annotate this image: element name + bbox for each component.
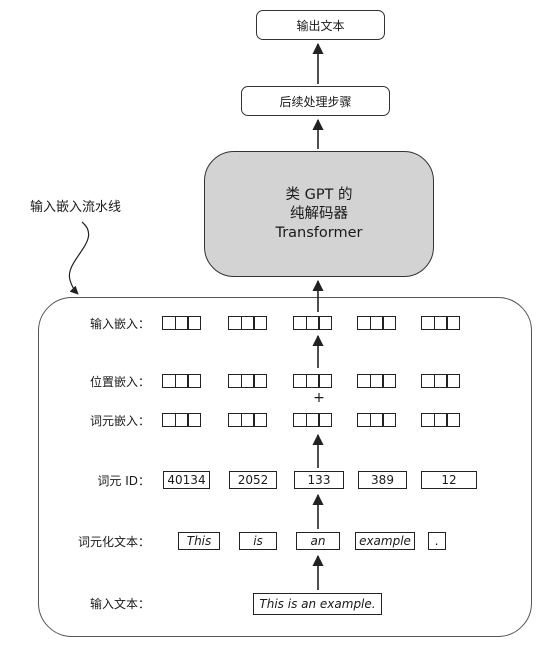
row-label-input-embeddings: 输入嵌入： [89,317,150,331]
transformer-line-2: 纯解码器 [290,205,348,222]
embedding-cell [318,316,333,330]
token-embedding-vector [162,413,202,427]
plus-sign: + [313,390,325,406]
input-embedding-vector [357,316,397,330]
embedding-cell [187,316,202,330]
row-label-token-embeddings: 词元嵌入： [89,414,150,428]
embedding-cell [382,374,397,388]
embedding-cell [318,413,333,427]
transformer-line-3: Transformer [275,224,363,241]
positional-embedding-vector [293,374,333,388]
row-label-positional-embeddings: 位置嵌入： [89,375,150,389]
row-label-token-ids: 词元 ID： [97,474,150,488]
transformer-line-1: 类 GPT 的 [285,186,353,203]
embedding-pipeline-frame [38,297,532,637]
token-embedding-vector [357,413,397,427]
embedding-cell [382,316,397,330]
row-label-tokenized-text: 词元化文本： [77,535,150,549]
token-box: This [178,532,220,550]
positional-embedding-vector [357,374,397,388]
token-embedding-vector [421,413,461,427]
token-embedding-vector [228,413,268,427]
embedding-cell [382,413,397,427]
output-text-box: 输出文本 [256,10,385,40]
input-embedding-vector [228,316,268,330]
positional-embedding-vector [228,374,268,388]
positional-embedding-vector [421,374,461,388]
token-id-box: 40134 [163,471,210,489]
postprocess-label: 后续处理步骤 [279,94,352,109]
postprocess-box: 后续处理步骤 [241,86,390,116]
input-embedding-vector [421,316,461,330]
input-sentence-box: This is an example. [253,593,382,615]
embedding-cell [253,316,268,330]
token-id-box: 2052 [229,471,277,489]
embedding-cell [446,413,461,427]
positional-embedding-vector [162,374,202,388]
token-id-box: 133 [294,471,344,489]
embedding-cell [253,413,268,427]
embedding-cell [253,374,268,388]
row-label-input-text: 输入文本： [89,597,150,611]
embedding-cell [187,374,202,388]
embedding-cell [318,374,333,388]
token-box: . [428,532,446,550]
input-embedding-vector [293,316,333,330]
token-id-box: 389 [358,471,407,489]
pipeline-pointer-curve [68,221,90,295]
embedding-cell [187,413,202,427]
output-text-label: 输出文本 [296,18,345,33]
input-embedding-vector [162,316,202,330]
token-embedding-vector [293,413,333,427]
transformer-box: 类 GPT 的 纯解码器 Transformer [204,151,434,277]
token-box: an [296,532,340,550]
token-box: is [239,532,277,550]
embedding-cell [446,316,461,330]
token-id-box: 12 [421,471,477,489]
embedding-cell [446,374,461,388]
pipeline-label: 输入嵌入流水线 [30,200,122,215]
token-box: example [355,532,415,550]
